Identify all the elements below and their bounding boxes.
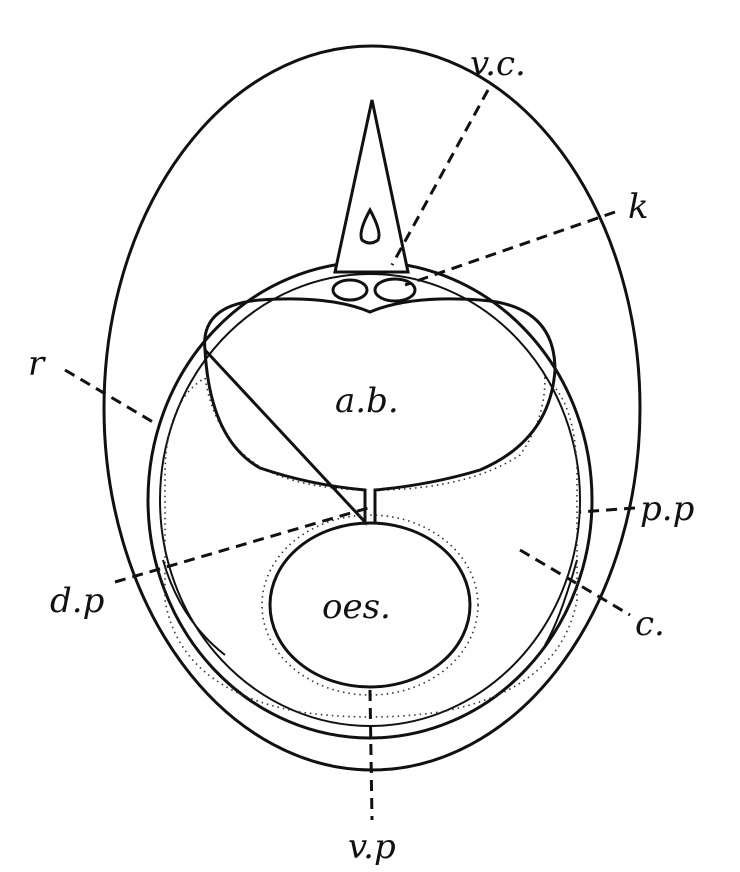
label-c: c. (635, 604, 665, 644)
label-k: k (628, 187, 649, 227)
label-ab: a.b. (335, 381, 399, 421)
ring-inner (159, 273, 581, 727)
label-vp: v.p (348, 827, 396, 867)
ring-outer (146, 260, 594, 740)
label-oes: oes. (322, 587, 391, 627)
nerve-cord-left (331, 278, 369, 302)
label-dp: d.p (50, 581, 104, 621)
leader-dp (114, 506, 369, 584)
leader-r (64, 368, 159, 427)
label-vc: v.c. (470, 44, 526, 84)
ring-lower-left-flap (162, 559, 226, 656)
leader-vp (368, 689, 374, 821)
alimentary-bag (203, 297, 557, 526)
oesophagus-dotted (261, 514, 479, 696)
ring-lower-right-flap (544, 559, 578, 646)
spine-hole (359, 206, 381, 245)
leader-vc (390, 89, 490, 266)
leader-k (404, 210, 616, 287)
leader-pp (579, 506, 636, 514)
label-pp: p.p (640, 489, 694, 529)
leader-c (519, 548, 631, 617)
oesophagus (268, 521, 472, 689)
dorsal-spine (333, 99, 410, 274)
label-r: r (28, 344, 46, 384)
